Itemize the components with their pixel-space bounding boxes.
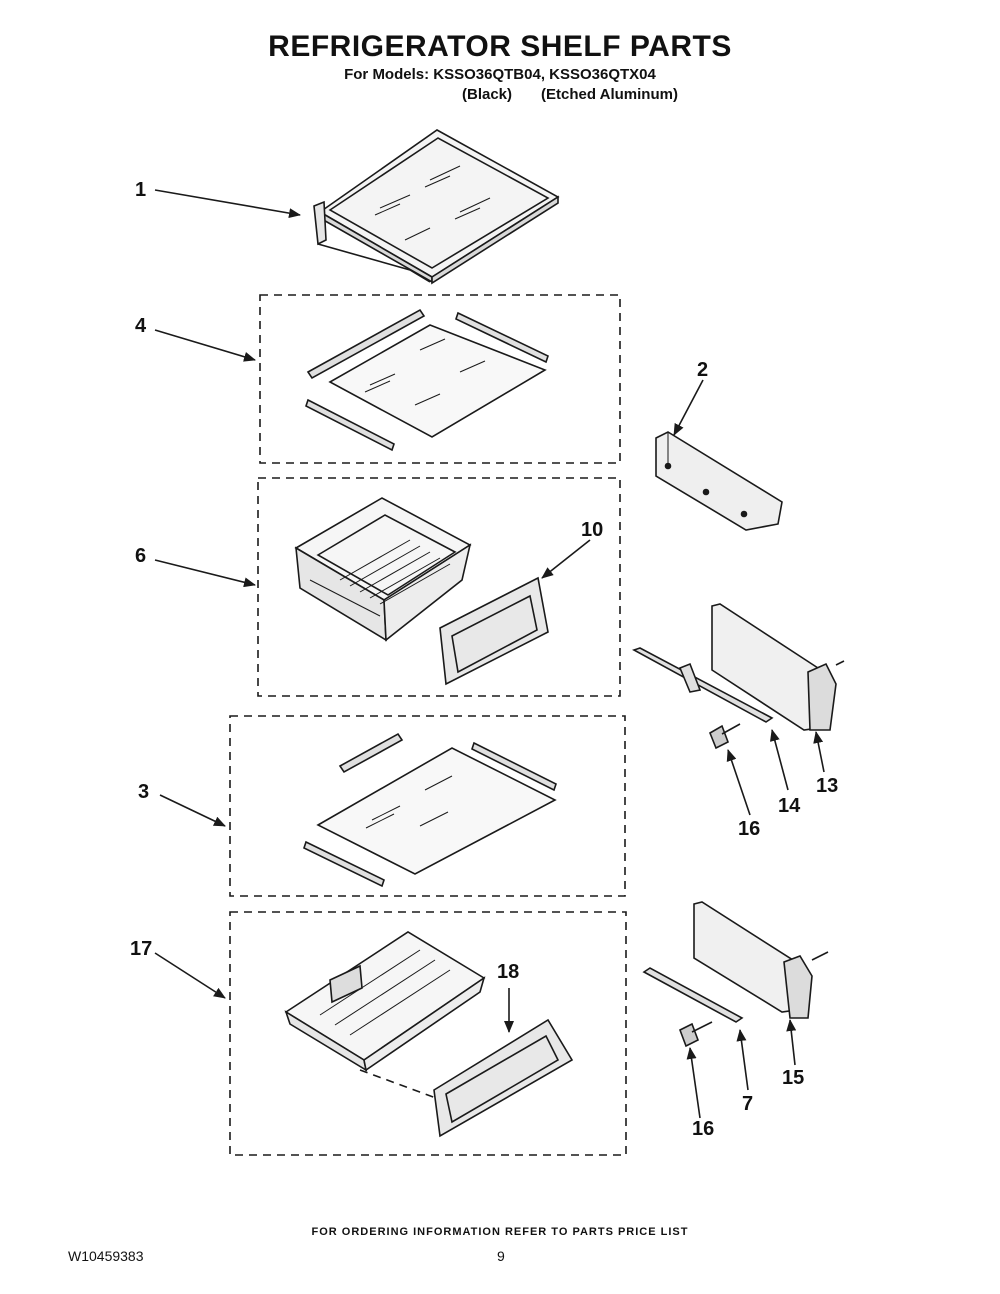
glass-shelf-part-4 [305,308,549,452]
leader-1 [154,189,301,219]
callout-3: 3 [138,781,149,803]
callout-7: 7 [742,1093,753,1115]
variant-black-label: (Black) [462,86,513,103]
variant-aluminum-label: (Etched Aluminum) [541,86,678,103]
leader-6 [154,559,256,588]
models-line: For Models: KSSO36QTB04, KSSO36QTX04 [344,66,656,83]
callout-2: 2 [697,359,708,381]
leader-10 [541,539,591,579]
basket-front-part-18 [433,1018,574,1138]
bracket-part-2 [655,431,783,531]
leader-15 [786,1019,797,1066]
callout-16-upper: 16 [738,818,760,840]
callout-1: 1 [135,179,146,201]
crisper-front-part-10 [439,576,549,686]
freezer-basket-part-17 [284,931,486,1072]
page-number: 9 [497,1248,505,1264]
leader-7 [736,1029,749,1091]
callout-10: 10 [581,519,603,541]
assembly-box-3 [229,715,626,897]
leader-2 [673,379,704,436]
callout-13: 13 [816,775,838,797]
assembly-box-17 [229,911,627,1156]
callout-15: 15 [782,1067,804,1089]
leader-14 [770,729,789,791]
callout-6: 6 [135,545,146,567]
callout-4: 4 [135,315,147,337]
callout-18: 18 [497,961,519,983]
ordering-info-note: FOR ORDERING INFORMATION REFER TO PARTS … [311,1226,689,1238]
leader-16a [726,749,751,816]
assembly-box-6 [257,477,621,697]
callout-17: 17 [130,938,152,960]
crisper-drawer-part-6 [294,497,472,642]
shelf-assembly-part-1 [313,129,560,285]
callout-16-lower: 16 [692,1118,714,1140]
slide-assembly-upper [632,603,845,750]
page-title: REFRIGERATOR SHELF PARTS [268,30,732,63]
assembly-box-4 [259,294,621,464]
leader-16b [686,1047,701,1119]
document-number: W10459383 [68,1248,144,1264]
slide-assembly-lower [642,901,829,1048]
leader-3 [159,794,226,827]
callout-14: 14 [778,795,801,817]
leader-4 [154,329,256,362]
leader-13 [813,731,825,773]
leader-17 [154,952,226,999]
glass-shelf-part-3 [303,732,557,888]
